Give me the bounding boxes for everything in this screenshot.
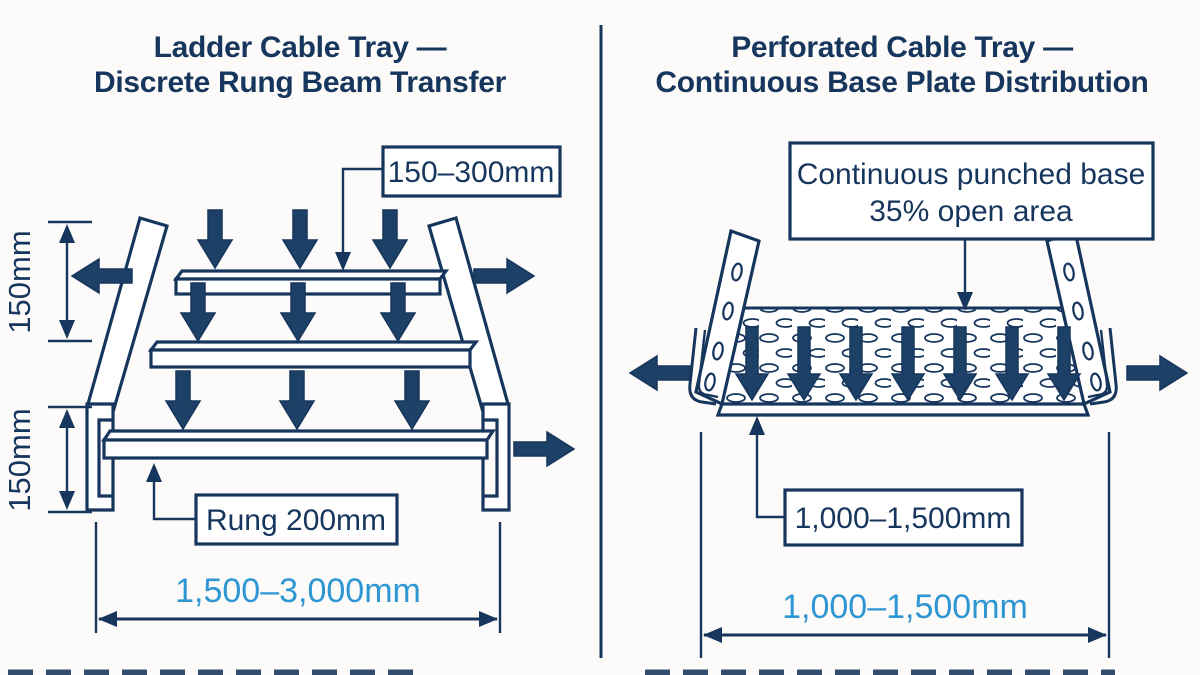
wall-hole-icon <box>1063 262 1075 282</box>
left-rail-channel-foot <box>85 402 115 512</box>
ladder-width-dimension: 1,500–3,000mm <box>94 522 502 633</box>
rung-spacing-callout: 150–300mm <box>335 145 562 271</box>
ladder-width-label: 1,500–3,000mm <box>175 572 421 610</box>
base-front-edge <box>715 402 1091 417</box>
wall-hole-icon <box>1082 341 1094 361</box>
wall-hole-icon <box>704 372 716 392</box>
callout-leader-line <box>755 428 785 519</box>
support-span-label-box <box>783 488 1024 547</box>
wall-hole-icon <box>712 341 724 361</box>
rung-label: Rung 200mm <box>206 504 386 537</box>
rung-spacing-label: 150–300mm <box>388 156 555 189</box>
right-rolled-edge <box>1089 327 1118 406</box>
rail-height-dimension-lower: 150mm <box>2 405 92 514</box>
rail-height-label-lower: 150mm <box>2 408 37 511</box>
tray-width-label: 1,000–1,500mm <box>782 588 1028 626</box>
ladder-drawing <box>85 216 511 512</box>
ladder-panel: Ladder Cable Tray — Discrete Rung Beam T… <box>2 31 575 633</box>
perforated-title-line2: Continuous Base Plate Distribution <box>655 66 1148 99</box>
punched-base-callout: Continuous punched base 35% open area <box>788 141 1155 311</box>
rung-3 <box>102 438 489 460</box>
right-rolled-edge-inner <box>1087 329 1109 399</box>
callout-leader-line <box>341 167 383 259</box>
wall-hole-icon <box>731 262 743 282</box>
ladder-title-line1: Ladder Cable Tray — <box>154 31 447 64</box>
tray-width-dimension: 1,000–1,500mm <box>699 432 1111 658</box>
wall-hole-icon <box>1090 372 1102 392</box>
ladder-title-line2: Discrete Rung Beam Transfer <box>94 66 507 99</box>
rail-height-dimension-upper: 150mm <box>2 220 92 343</box>
left-rolled-edge <box>688 327 717 406</box>
punched-base-label-box <box>788 141 1155 241</box>
rail-height-label-upper: 150mm <box>2 230 37 333</box>
support-span-callout: 1,000–1,500mm <box>749 416 1024 547</box>
rung-callout: Rung 200mm <box>146 463 399 546</box>
punched-base-label-line1: Continuous punched base <box>797 158 1146 191</box>
rung-spacing-label-box <box>381 145 562 198</box>
perforated-panel: Perforated Cable Tray — Continuous Base … <box>629 31 1188 658</box>
perforated-title-line1: Perforated Cable Tray — <box>731 31 1073 64</box>
support-span-label: 1,000–1,500mm <box>795 502 1012 535</box>
wall-hole-icon <box>1072 301 1084 321</box>
rung-2 <box>149 348 472 369</box>
callout-leader-line <box>152 475 196 521</box>
left-rolled-edge-inner <box>697 329 719 399</box>
rung-label-box <box>194 493 399 546</box>
punched-base-label-line2: 35% open area <box>869 195 1073 228</box>
rung-1 <box>174 277 442 296</box>
wall-hole-icon <box>722 301 734 321</box>
right-rail-channel-foot <box>481 402 511 512</box>
